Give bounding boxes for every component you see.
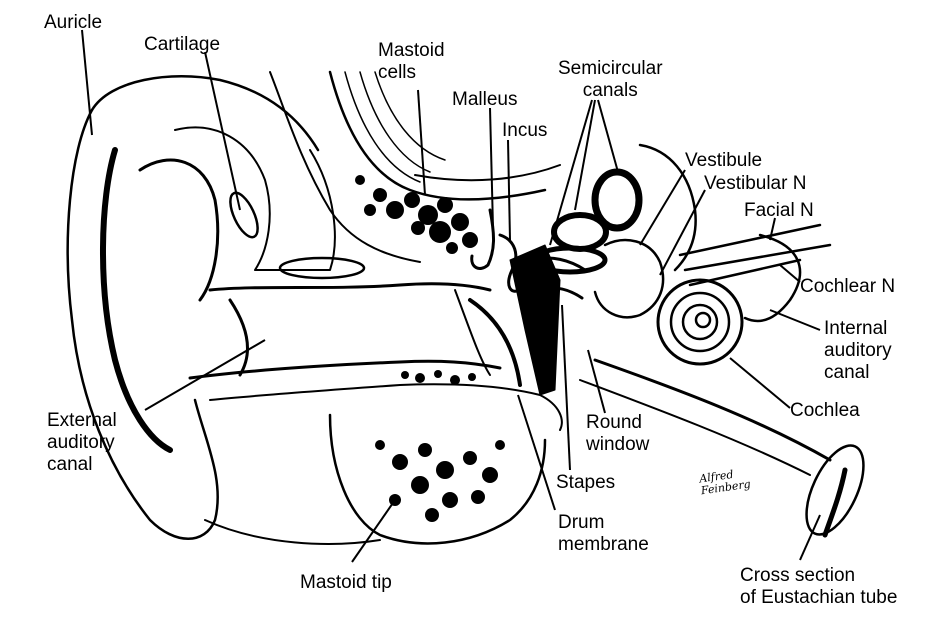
- label-semicircular-canals: Semicircular canals: [558, 58, 663, 102]
- semicircular-canal-3: [532, 245, 608, 275]
- leader-incus: [507, 139, 511, 241]
- leader-semicircular-1: [597, 99, 619, 173]
- label-auricle: Auricle: [44, 12, 103, 33]
- external-canal-upper: [208, 282, 492, 292]
- label-drum-membrane: Drum membrane: [558, 512, 649, 556]
- label-semicircular-line2: canals: [582, 80, 638, 101]
- label-drum-line2: membrane: [558, 534, 649, 555]
- leader-vestibule: [639, 169, 686, 246]
- label-external-line2: auditory: [47, 432, 115, 453]
- label-internal-line1: Internal: [824, 318, 888, 339]
- label-cochlear-n: Cochlear N: [800, 276, 896, 297]
- label-eustachian-line1: Cross section: [740, 565, 856, 586]
- leader-semicircular-2: [574, 99, 596, 211]
- eustachian-tube: [593, 358, 832, 462]
- mastoid-air-cells: [355, 175, 478, 254]
- label-round-window: Round window: [586, 412, 649, 456]
- leader-internal-canal: [769, 309, 821, 331]
- label-round-window-line1: Round: [586, 412, 642, 433]
- leader-vestibular-n: [659, 189, 706, 276]
- cochlea-outer: [656, 278, 744, 366]
- label-incus: Incus: [502, 120, 548, 141]
- vestibule-shape: [593, 238, 665, 319]
- stapes-bone: [533, 256, 587, 300]
- label-vestibular-n: Vestibular N: [704, 173, 807, 194]
- cartilage-region: [174, 126, 336, 271]
- label-stapes: Stapes: [556, 472, 616, 493]
- label-external-line1: External: [47, 410, 117, 431]
- leader-malleus: [489, 107, 494, 229]
- label-internal-line3: canal: [824, 362, 870, 383]
- label-vestibule: Vestibule: [685, 150, 763, 171]
- leader-mastoid-tip: [351, 499, 396, 563]
- incus-bone: [498, 233, 522, 293]
- label-malleus: Malleus: [452, 89, 518, 110]
- label-mastoid-cells-line1: Mastoid: [378, 40, 445, 61]
- label-eustachian-tube: Cross section of Eustachian tube: [740, 565, 897, 609]
- helix-fold: [100, 147, 173, 453]
- leader-round-window: [587, 349, 606, 414]
- label-cartilage: Cartilage: [144, 34, 221, 55]
- leader-semicircular-3: [549, 99, 593, 246]
- semicircular-canal-2: [551, 212, 609, 252]
- label-mastoid-cells: Mastoid cells: [378, 40, 445, 84]
- leader-drum-membrane: [517, 394, 556, 511]
- label-drum-line1: Drum: [558, 512, 605, 533]
- leader-stapes: [561, 304, 571, 471]
- label-external-line3: canal: [47, 454, 93, 475]
- label-cochlea: Cochlea: [790, 400, 860, 421]
- leader-cochlea: [729, 357, 791, 409]
- middle-ear-cavity: [509, 244, 561, 396]
- leader-cochlear-n: [779, 264, 801, 283]
- label-mastoid-tip: Mastoid tip: [300, 572, 392, 593]
- label-facial-n: Facial N: [744, 200, 814, 221]
- canal-floor-cells: [401, 370, 476, 385]
- label-semicircular-line1: Semicircular: [558, 58, 663, 79]
- label-mastoid-cells-line2: cells: [378, 62, 417, 83]
- auricle-outline: [66, 108, 219, 540]
- leader-external-canal: [144, 339, 266, 411]
- drum-membrane: [468, 298, 522, 387]
- label-eustachian-line2: of Eustachian tube: [740, 587, 898, 608]
- leader-lines: [81, 29, 821, 563]
- label-round-window-line2: window: [586, 434, 650, 455]
- leader-auricle: [81, 29, 93, 136]
- nerve-bundle: [678, 223, 832, 287]
- mastoid-tip-outline: [328, 413, 547, 545]
- leader-cartilage: [204, 51, 241, 211]
- leader-facial-n: [769, 217, 776, 241]
- leader-eustachian: [799, 514, 821, 561]
- label-external-auditory-canal: External auditory canal: [47, 410, 117, 476]
- mastoid-tip-cells: [375, 440, 505, 522]
- label-internal-auditory-canal: Internal auditory canal: [824, 318, 892, 384]
- leader-mastoid-cells: [417, 89, 426, 196]
- malleus-bone: [470, 208, 495, 270]
- label-internal-line2: auditory: [824, 340, 892, 361]
